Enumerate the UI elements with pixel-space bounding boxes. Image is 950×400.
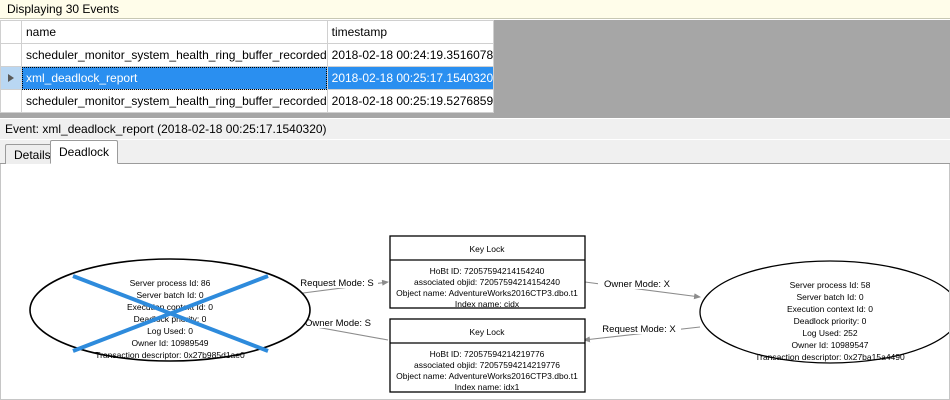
process-58-line-2: Execution context Id: 0 xyxy=(787,304,873,314)
process-58-line-1: Server batch Id: 0 xyxy=(796,292,863,302)
edge-owner-s-label: Owner Mode: S xyxy=(305,318,371,329)
grid-header-selector xyxy=(0,20,22,44)
row-selector-cell[interactable] xyxy=(0,66,22,90)
deadlock-graph-canvas[interactable]: Request Mode: S Owner Mode: X Owner Mode… xyxy=(0,164,950,400)
key-lock-cidx-line-2: Object name: AdventureWorks2016CTP3.dbo.… xyxy=(396,288,578,298)
row-timestamp-cell[interactable]: 2018-02-18 00:25:19.5276859 xyxy=(326,89,495,113)
tab-details[interactable]: Details xyxy=(5,144,60,164)
process-node-86[interactable]: Server process Id: 86 Server batch Id: 0… xyxy=(29,258,311,362)
key-lock-idx1-title: Key Lock xyxy=(470,327,506,337)
process-86-line-5: Owner Id: 10989549 xyxy=(131,338,208,348)
row-arrow-icon xyxy=(8,74,14,82)
key-lock-idx1-line-1: associated objid: 72057594214219776 xyxy=(414,360,560,370)
key-lock-cidx-line-0: HoBt ID: 72057594214154240 xyxy=(430,266,545,276)
events-banner: Displaying 30 Events xyxy=(0,0,950,19)
process-58-line-5: Owner Id: 10989547 xyxy=(791,340,868,350)
process-58-line-4: Log Used: 252 xyxy=(802,328,858,338)
event-header-label: Event: xml_deadlock_report (2018-02-18 0… xyxy=(5,122,327,136)
events-grid[interactable]: name timestamp scheduler_monitor_system_… xyxy=(0,20,495,113)
process-86-line-6: Transaction descriptor: 0x27b985d1ae0 xyxy=(95,350,245,360)
key-lock-cidx-line-1: associated objid: 72057594214154240 xyxy=(414,277,560,287)
process-86-line-2: Execution context Id: 0 xyxy=(127,302,213,312)
deadlock-victim-cross-icon xyxy=(72,274,269,353)
deadlock-graph-svg: Request Mode: S Owner Mode: X Owner Mode… xyxy=(29,235,950,393)
edge-request-x: Request Mode: X xyxy=(583,322,701,343)
row-selector-cell[interactable] xyxy=(0,43,22,67)
key-lock-cidx-line-3: Index name: cidx xyxy=(455,299,520,309)
row-timestamp-cell[interactable]: 2018-02-18 00:25:17.1540320 xyxy=(326,66,495,90)
tab-deadlock[interactable]: Deadlock xyxy=(50,140,119,164)
process-86-line-0: Server process Id: 86 xyxy=(130,278,211,288)
table-row-selected[interactable]: xml_deadlock_report 2018-02-18 00:25:17.… xyxy=(0,66,495,90)
process-58-line-3: Deadlock priority: 0 xyxy=(794,316,867,326)
events-grid-container[interactable]: name timestamp scheduler_monitor_system_… xyxy=(0,20,950,139)
grid-header-timestamp[interactable]: timestamp xyxy=(326,20,495,44)
table-row[interactable]: scheduler_monitor_system_health_ring_buf… xyxy=(0,89,495,113)
row-name-cell[interactable]: xml_deadlock_report xyxy=(21,66,328,90)
resource-node-key-lock-idx1[interactable]: Key Lock HoBt ID: 72057594214219776 asso… xyxy=(389,318,586,393)
key-lock-idx1-line-3: Index name: idx1 xyxy=(455,382,520,392)
table-row[interactable]: scheduler_monitor_system_health_ring_buf… xyxy=(0,43,495,67)
grid-body: scheduler_monitor_system_health_ring_buf… xyxy=(0,43,495,113)
edge-owner-x-label: Owner Mode: X xyxy=(604,279,671,290)
process-86-line-4: Log Used: 0 xyxy=(147,326,193,336)
process-86-line-1: Server batch Id: 0 xyxy=(136,290,203,300)
process-86-line-3: Deadlock priority: 0 xyxy=(134,314,207,324)
grid-header-row: name timestamp xyxy=(0,20,495,44)
edge-request-s-label: Request Mode: S xyxy=(300,278,373,289)
tab-strip: Details Deadlock xyxy=(0,140,950,164)
edge-request-x-label: Request Mode: X xyxy=(602,324,676,335)
events-banner-label: Displaying 30 Events xyxy=(7,2,120,16)
process-58-line-6: Transaction descriptor: 0x27ba15a4490 xyxy=(755,352,905,362)
row-timestamp-cell[interactable]: 2018-02-18 00:24:19.3516078 xyxy=(326,43,495,67)
event-header-bar: Event: xml_deadlock_report (2018-02-18 0… xyxy=(0,119,950,139)
grid-header-name[interactable]: name xyxy=(21,20,328,44)
row-name-cell[interactable]: scheduler_monitor_system_health_ring_buf… xyxy=(21,43,328,67)
process-58-line-0: Server process Id: 58 xyxy=(790,280,871,290)
process-node-58[interactable]: Server process Id: 58 Server batch Id: 0… xyxy=(699,260,950,364)
row-selector-cell[interactable] xyxy=(0,89,22,113)
key-lock-cidx-title: Key Lock xyxy=(470,244,506,254)
row-name-cell[interactable]: scheduler_monitor_system_health_ring_buf… xyxy=(21,89,328,113)
key-lock-idx1-line-0: HoBt ID: 72057594214219776 xyxy=(430,349,545,359)
resource-node-key-lock-cidx[interactable]: Key Lock HoBt ID: 72057594214154240 asso… xyxy=(389,235,586,309)
key-lock-idx1-line-2: Object name: AdventureWorks2016CTP3.dbo.… xyxy=(396,371,578,381)
tab-strip-underline xyxy=(0,163,950,164)
edge-owner-x: Owner Mode: X xyxy=(584,277,701,300)
